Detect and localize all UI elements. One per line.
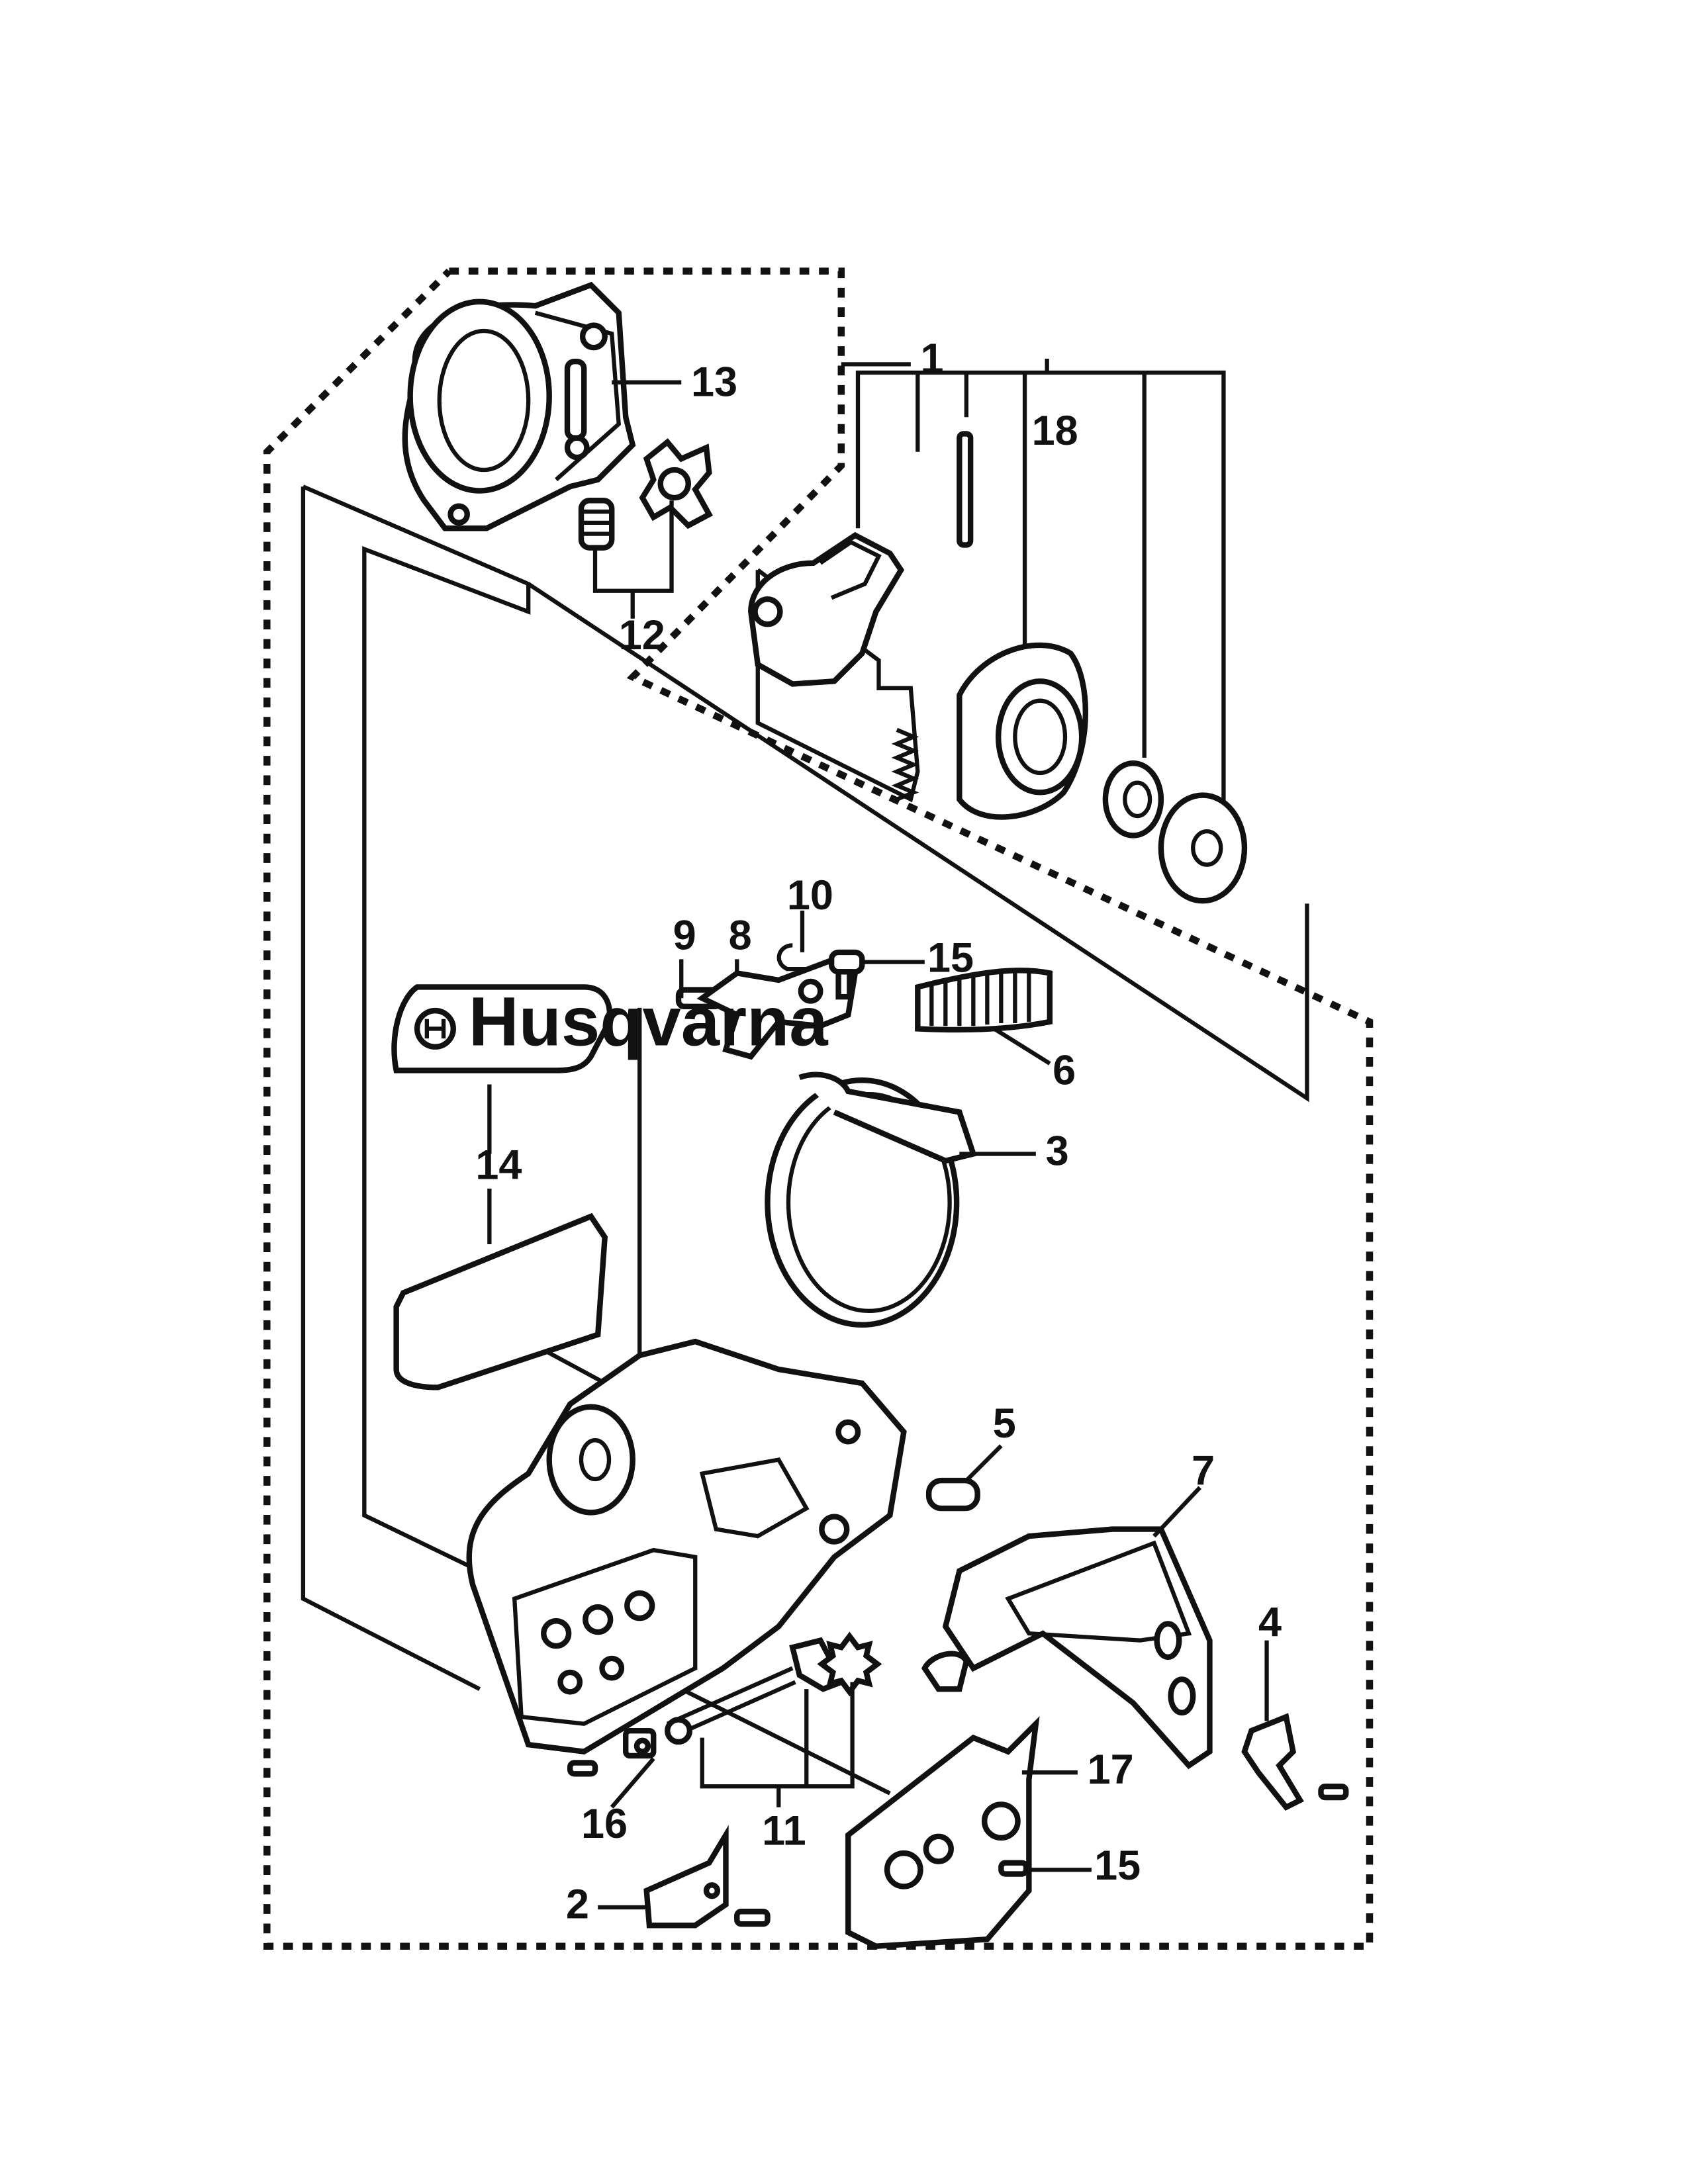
part-14-decals: Husqvarna bbox=[391, 983, 829, 1390]
kit-18-frame bbox=[755, 568, 920, 803]
callout-8: 8 bbox=[729, 913, 752, 959]
callout-6: 6 bbox=[1053, 1047, 1076, 1093]
callout-11: 11 bbox=[762, 1807, 806, 1854]
part-18-kit bbox=[748, 358, 1248, 904]
callout-18: 18 bbox=[1032, 408, 1078, 454]
husqvarna-crown-h-icon bbox=[414, 1007, 456, 1050]
callout-15-bottom: 15 bbox=[1094, 1843, 1141, 1889]
callout-13: 13 bbox=[691, 359, 737, 406]
small-parts bbox=[567, 1477, 1349, 1950]
brake-mechanism-parts bbox=[675, 943, 1053, 1060]
husqvarna-logo: Husqvarna bbox=[469, 983, 829, 1061]
callout-5: 5 bbox=[993, 1400, 1016, 1447]
assembly-boundary-outline bbox=[263, 267, 1374, 1950]
callout-9: 9 bbox=[673, 913, 696, 959]
callout-10: 10 bbox=[787, 872, 833, 919]
callout-leaders bbox=[598, 362, 1269, 1910]
callout-3: 3 bbox=[1046, 1128, 1069, 1174]
callout-14: 14 bbox=[475, 1142, 522, 1188]
callout-labels: 1 2 3 4 5 6 7 8 9 10 11 12 13 14 15 15 1… bbox=[475, 336, 1282, 1928]
callout-1: 1 bbox=[921, 336, 944, 382]
clutch-cover-housing bbox=[466, 1338, 907, 1755]
callout-7: 7 bbox=[1192, 1447, 1215, 1494]
callout-4: 4 bbox=[1258, 1599, 1282, 1645]
callout-2: 2 bbox=[566, 1882, 589, 1928]
callout-17: 17 bbox=[1088, 1747, 1134, 1793]
part-12-sprocket-pinion bbox=[578, 438, 713, 619]
callout-16: 16 bbox=[581, 1801, 628, 1847]
part-3-brake-band bbox=[765, 1071, 977, 1328]
callout-15-top: 15 bbox=[927, 934, 974, 981]
guide-lines bbox=[301, 484, 1309, 1796]
part-13-cover bbox=[402, 281, 636, 531]
callout-12: 12 bbox=[619, 612, 665, 659]
